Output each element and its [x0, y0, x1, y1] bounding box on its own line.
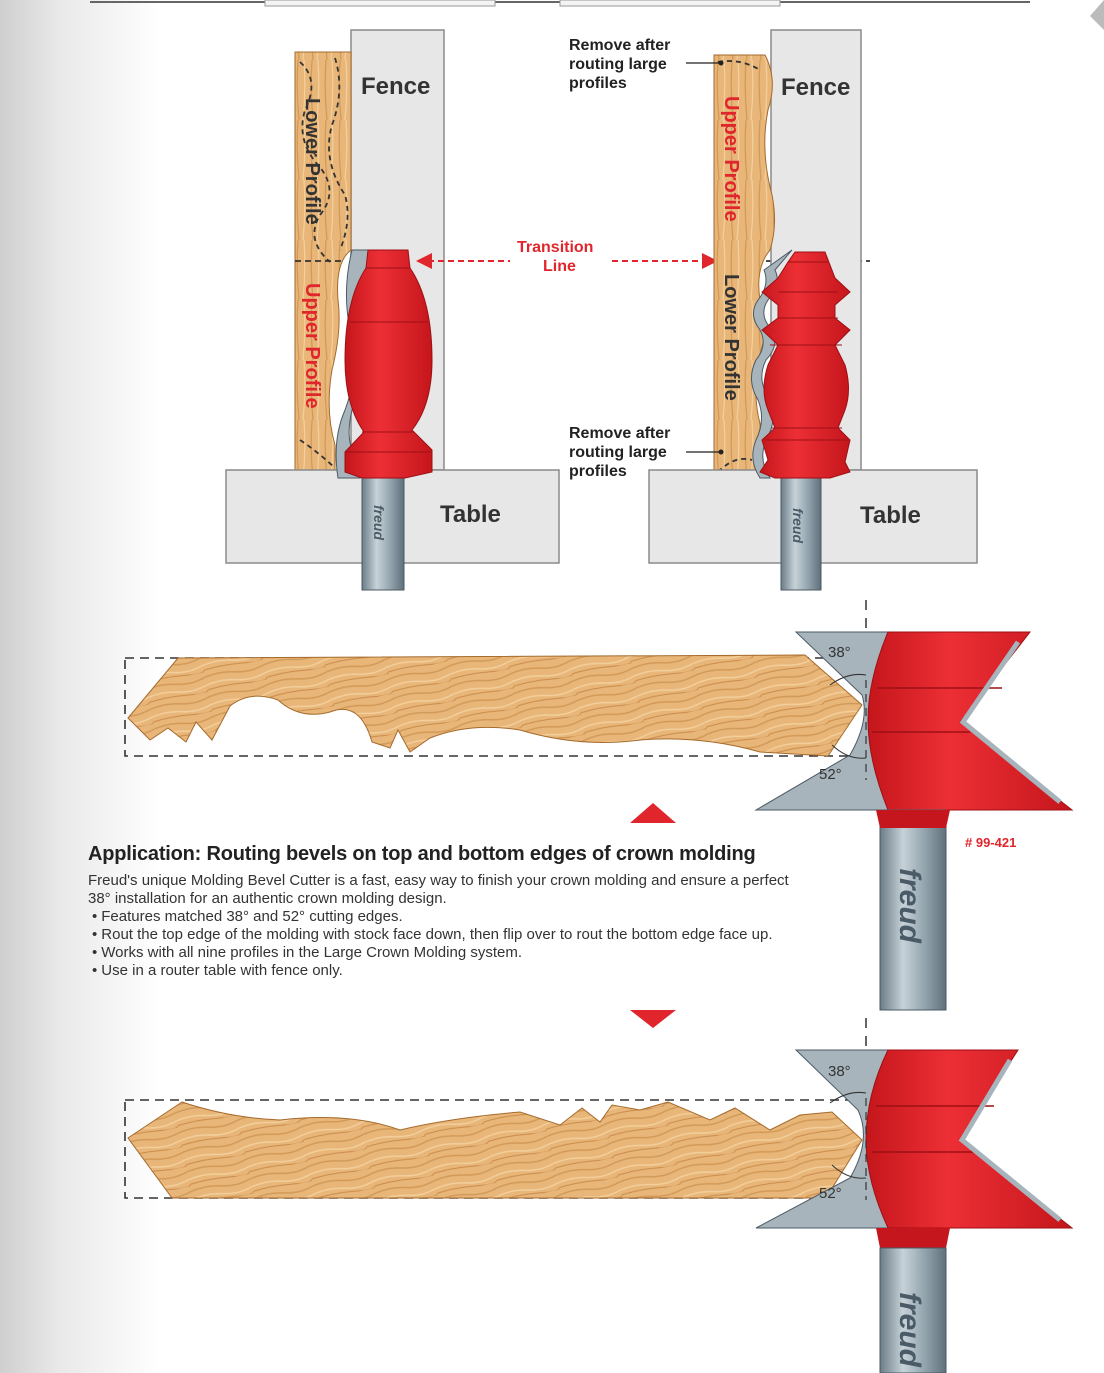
- angle-52-top: 52°: [819, 766, 842, 783]
- transition-label-2: Line: [543, 258, 576, 275]
- bullet-item: Rout the top edge of the molding with st…: [88, 926, 803, 944]
- bevel-bit-bottom: [865, 1049, 1074, 1229]
- right-shank: [780, 477, 822, 591]
- right-table-label: Table: [860, 502, 921, 529]
- bevel-carbide-top: [754, 631, 889, 811]
- left-upper-profile-label: Upper Profile: [301, 283, 323, 409]
- bullet-item: Use in a router table with fence only.: [88, 962, 803, 980]
- left-lower-profile-label: Lower Profile: [301, 98, 323, 225]
- left-profile-dashed-3: [299, 439, 336, 469]
- note-bottom-line-2: routing large: [569, 444, 667, 461]
- transition-label-1: Transition: [517, 239, 593, 256]
- bevel-shank-top: [879, 809, 947, 1011]
- right-fence-label: Fence: [781, 74, 850, 101]
- right-router-setup: Fence Upper Profile Lower Profile Table …: [569, 29, 978, 591]
- note-bottom: Remove after routing large profiles: [569, 425, 724, 480]
- left-shank-brand: freud: [371, 505, 387, 540]
- bullet-item: Features matched 38° and 52° cutting edg…: [88, 908, 803, 926]
- right-router-bit: [759, 251, 851, 479]
- bevel-carbide-bottom: [755, 1049, 889, 1229]
- left-fence-label: Fence: [361, 73, 430, 100]
- application-description: Freud's unique Molding Bevel Cutter is a…: [88, 872, 789, 907]
- left-profile-dashed: [299, 61, 331, 263]
- flip-arrow-up-icon: [630, 803, 676, 823]
- bevel-cut-top: 38° 52° freud # 99-421: [124, 600, 1074, 1011]
- bevel-shank-brand-top: freud: [893, 868, 926, 944]
- bullet-item: Works with all nine profiles in the Larg…: [88, 944, 803, 962]
- application-title: Application: Routing bevels on top and b…: [88, 843, 756, 865]
- angle-38-top: 38°: [828, 644, 851, 661]
- flip-arrow-down-icon: [630, 1010, 676, 1028]
- left-profile-dashed-2: [328, 57, 349, 251]
- left-router-setup: Fence Lower Profile Upper Profile Table …: [225, 29, 560, 591]
- note-bottom-line-1: Remove after: [569, 425, 670, 442]
- note-bottom-line-3: profiles: [569, 463, 627, 480]
- molding-bottom: [127, 1101, 863, 1199]
- note-top-line-1: Remove after: [569, 37, 670, 54]
- note-top-line-2: routing large: [569, 56, 667, 73]
- note-top: Remove after routing large profiles: [569, 37, 724, 92]
- bevel-shank-bottom: [879, 1247, 947, 1373]
- corner-chevron-icon: [1090, 0, 1104, 30]
- left-router-bit: [344, 249, 433, 479]
- left-table-label: Table: [440, 501, 501, 528]
- right-lower-profile-label: Lower Profile: [720, 274, 742, 401]
- bevel-cut-bottom: 38° 52° freud: [124, 1018, 1074, 1373]
- bevel-shank-brand-bottom: freud: [893, 1292, 926, 1368]
- molding-top: [127, 654, 863, 757]
- application-bullets: Features matched 38° and 52° cutting edg…: [88, 908, 803, 980]
- left-shank: [361, 477, 405, 591]
- left-wood-stock: [294, 51, 352, 471]
- right-upper-profile-label: Upper Profile: [720, 96, 742, 222]
- header-rule: [90, 0, 1030, 7]
- application-section: Application: Routing bevels on top and b…: [88, 843, 828, 980]
- bevel-bit-top: [867, 631, 1074, 811]
- angle-52-bottom: 52°: [819, 1185, 842, 1202]
- note-top-line-3: profiles: [569, 75, 627, 92]
- angle-38-bottom: 38°: [828, 1063, 851, 1080]
- part-number: # 99-421: [965, 835, 1016, 850]
- right-shank-brand: freud: [790, 508, 806, 543]
